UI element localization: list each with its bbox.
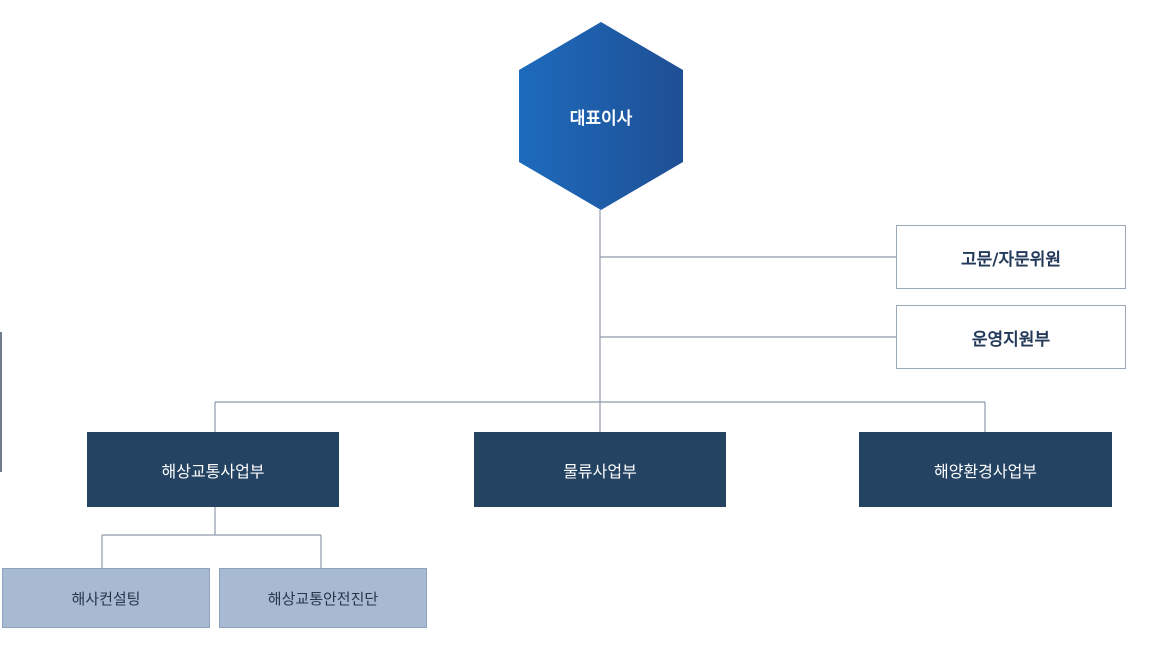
dept-maritime-traffic-label: 해상교통사업부 xyxy=(161,461,265,481)
staff-support-node[interactable]: 운영지원부 xyxy=(896,305,1126,369)
team-maritime-consulting-label: 해사컨설팅 xyxy=(71,589,141,608)
ceo-label: 대표이사 xyxy=(569,108,633,129)
dept-maritime-traffic-node[interactable]: 해상교통사업부 xyxy=(87,432,339,507)
staff-advisory-label: 고문/자문위원 xyxy=(960,249,1062,270)
edge-marker xyxy=(0,332,2,472)
team-traffic-safety-assessment-node[interactable]: 해상교통안전진단 xyxy=(219,568,427,628)
dept-logistics-node[interactable]: 물류사업부 xyxy=(474,432,726,507)
dept-marine-environment-label: 해양환경사업부 xyxy=(933,461,1038,481)
team-maritime-consulting-node[interactable]: 해사컨설팅 xyxy=(2,568,210,628)
staff-advisory-node[interactable]: 고문/자문위원 xyxy=(896,225,1126,289)
staff-support-label: 운영지원부 xyxy=(971,329,1051,350)
team-traffic-safety-assessment-label: 해상교통안전진단 xyxy=(267,589,379,608)
dept-logistics-label: 물류사업부 xyxy=(563,461,637,481)
dept-marine-environment-node[interactable]: 해양환경사업부 xyxy=(859,432,1112,507)
